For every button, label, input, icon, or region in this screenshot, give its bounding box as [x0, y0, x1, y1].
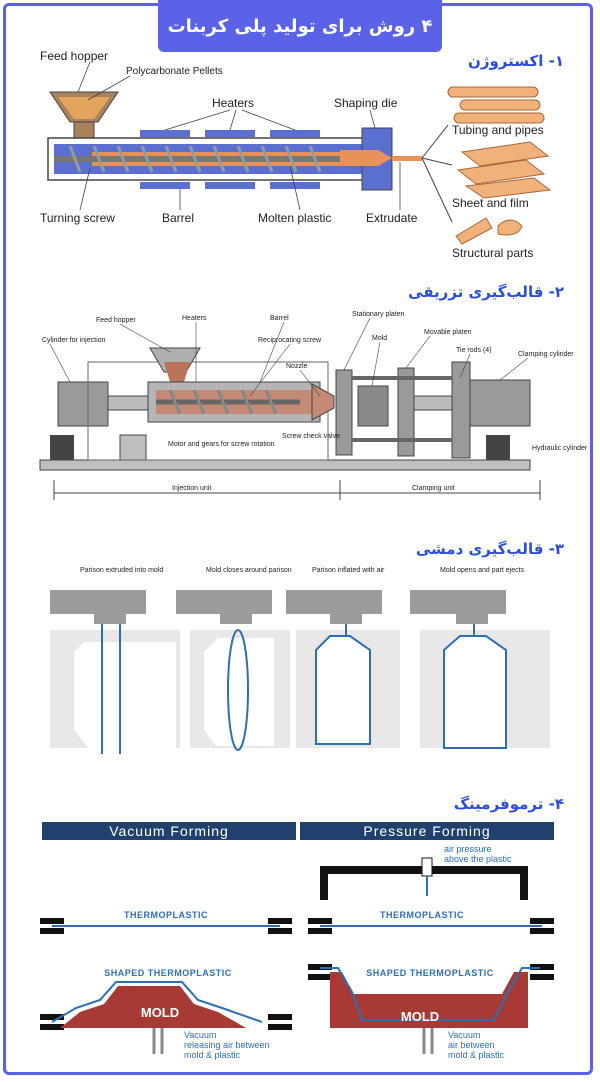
blow-step-1: Parison extruded into mold — [80, 567, 163, 574]
mold-shape — [357, 385, 389, 427]
blow-molding-diagram: Parison extruded into mold Mold closes a… — [50, 567, 550, 754]
vacuum-left-sub2: mold & plastic — [184, 1050, 241, 1060]
label-motor-gears: Motor and gears for screw rotation — [168, 441, 275, 448]
vacuum-header-text: Vacuum Forming — [109, 823, 229, 839]
vacuum-right-sub2: mold & plastic — [448, 1050, 505, 1060]
blow-stage-2 — [176, 590, 290, 751]
label-inj-heaters: Heaters — [182, 315, 207, 322]
label-barrel: Barrel — [162, 211, 194, 225]
blow-stage-4 — [410, 590, 550, 749]
movable-platen — [397, 367, 415, 457]
label-injection-unit: Injection unit — [172, 485, 211, 492]
label-shaping-die: Shaping die — [334, 96, 398, 110]
clamps-row-1 — [40, 918, 554, 934]
mold-right — [330, 972, 528, 1028]
product-tubes — [447, 86, 545, 124]
label-inj-feed-hopper: Feed hopper — [96, 317, 136, 324]
label-clamping-cylinder: Clamping cylinder — [518, 351, 574, 358]
product-sheets — [456, 141, 552, 199]
air-pressure-label: air pressure — [444, 844, 492, 854]
label-inj-barrel: Barrel — [270, 315, 289, 322]
thermoplastic-left: THERMOPLASTIC — [124, 910, 208, 920]
stationary-platen — [335, 369, 353, 456]
section-title-injection: ۲- قالب‌گیری تزریقی — [408, 283, 564, 301]
product-structural — [455, 217, 523, 245]
label-mold: Mold — [372, 335, 387, 342]
pressure-header-text: Pressure Forming — [363, 823, 490, 839]
section-title-extrusion: ۱- اکستروژن — [468, 52, 564, 70]
label-structural: Structural parts — [452, 246, 533, 260]
section-title-thermo: ۴- ترموفرمینگ — [453, 795, 564, 813]
extrudate-shape — [392, 156, 422, 161]
mold-left — [60, 986, 246, 1028]
shaped-left: SHAPED THERMOPLASTIC — [104, 968, 232, 978]
label-movable-platen: Movable platen — [424, 329, 472, 336]
injection-cylinder-shape — [57, 381, 109, 427]
blow-stage-1 — [50, 590, 180, 754]
label-cylinder-injection: Cylinder for injection — [42, 337, 106, 344]
label-hydraulic-cylinder: Hydraulic cylinder — [532, 445, 588, 452]
label-pellets: Polycarbonate Pellets — [126, 66, 223, 77]
heater-bars — [140, 130, 320, 189]
label-turning-screw: Turning screw — [40, 211, 115, 225]
machine-base — [39, 459, 531, 471]
label-screw-check: Screw check valve — [282, 433, 340, 440]
screw-flights — [68, 145, 322, 173]
label-clamping-unit: Clamping unit — [412, 485, 455, 492]
shaped-right: SHAPED THERMOPLASTIC — [366, 968, 494, 978]
blow-stage-3 — [286, 590, 400, 748]
thermoplastic-right: THERMOPLASTIC — [380, 910, 464, 920]
clamping-cylinder-shape — [469, 379, 531, 427]
mold-label-left: MOLD — [141, 1005, 179, 1020]
blow-step-2: Mold closes around parison — [206, 567, 292, 574]
label-stationary-platen: Stationary platen — [352, 311, 405, 318]
pellets-shape — [58, 97, 110, 119]
mold-label-right: MOLD — [401, 1009, 439, 1024]
section-title-blow: ۳- قالب‌گیری دمشی — [415, 540, 564, 558]
label-nozzle: Nozzle — [286, 363, 308, 370]
label-extrudate: Extrudate — [366, 211, 418, 225]
label-feed-hopper: Feed hopper — [40, 49, 108, 63]
blow-step-4: Mold opens and part ejects — [440, 567, 525, 574]
vacuum-left: Vacuum — [184, 1030, 216, 1040]
pressure-header — [300, 822, 554, 840]
vacuum-header — [42, 822, 296, 840]
air-pressure-sub: above the plastic — [444, 854, 512, 864]
label-heaters: Heaters — [212, 96, 254, 110]
vacuum-right: Vacuum — [448, 1030, 480, 1040]
extrusion-diagram: Feed hopper Polycarbonate Pellets Heater… — [40, 49, 552, 260]
vacuum-right-sub1: air between — [448, 1040, 495, 1050]
label-tubing: Tubing and pipes — [452, 123, 544, 137]
vacuum-left-sub1: releasing air between — [184, 1040, 270, 1050]
label-molten-plastic: Molten plastic — [258, 211, 331, 225]
page-title: ۴ روش برای تولید پلی کربنات — [158, 0, 442, 52]
thermoforming-diagram: Vacuum Forming Pressure Forming air pres… — [40, 822, 554, 1060]
injection-diagram: Cylinder for injection Feed hopper Heate… — [39, 311, 588, 500]
blow-step-3: Parison inflated with air — [312, 567, 385, 574]
label-sheet: Sheet and film — [452, 196, 529, 210]
label-tie-rods: Tie rods (4) — [456, 347, 492, 354]
label-recip-screw: Reciprocating screw — [258, 337, 322, 344]
